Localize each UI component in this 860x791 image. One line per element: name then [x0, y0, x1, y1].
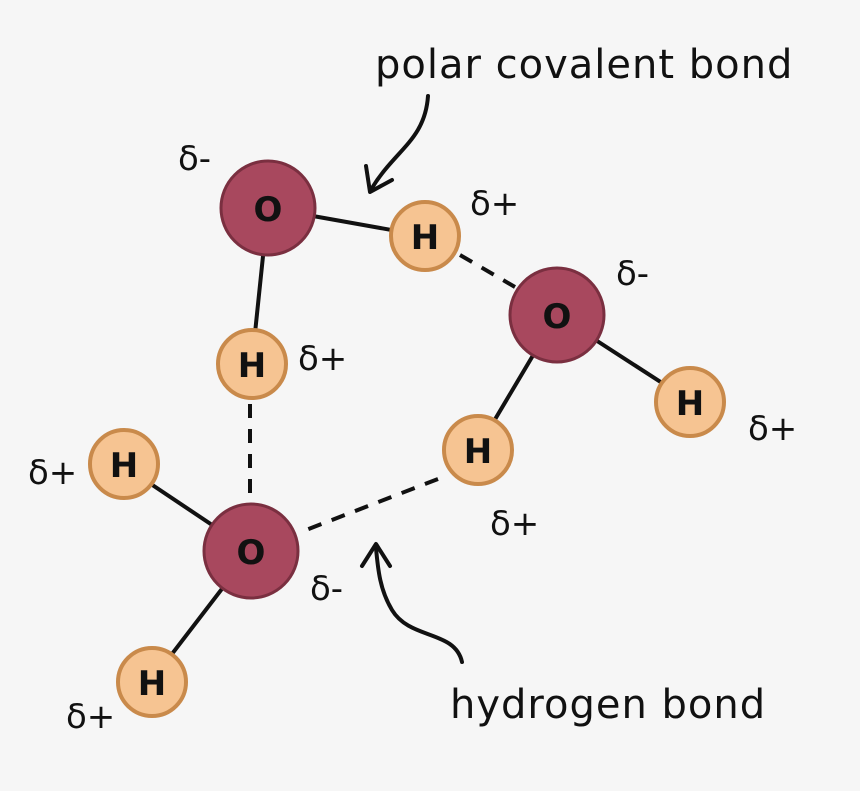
charge-label: δ+: [66, 697, 115, 737]
charge-label: δ-: [310, 569, 343, 609]
svg-text:O: O: [543, 297, 572, 337]
charge-label: δ+: [298, 339, 347, 379]
oxygen-atom: O: [508, 266, 606, 364]
svg-text:H: H: [464, 432, 492, 472]
hydrogen-bond-label: hydrogen bond: [450, 682, 766, 728]
hbond-h4-o3: [305, 477, 439, 532]
svg-text:H: H: [138, 664, 166, 704]
svg-text:H: H: [238, 346, 266, 386]
charge-label: δ+: [490, 504, 539, 544]
svg-text:H: H: [676, 384, 704, 424]
hbond-h1-o2: [458, 253, 517, 289]
charge-label: δ-: [616, 254, 649, 294]
charge-label: δ-: [178, 139, 211, 179]
svg-text:H: H: [411, 218, 439, 258]
covalent-bonds: [122, 206, 692, 682]
hydrogen-atom: H: [654, 366, 726, 438]
charge-label: δ+: [748, 409, 797, 449]
hydrogen-bonds: [248, 253, 517, 532]
polar-covalent-bond-label: polar covalent bond: [375, 42, 793, 88]
charge-label: δ+: [470, 184, 519, 224]
svg-text:O: O: [254, 190, 283, 230]
hydrogen-atom: H: [442, 414, 514, 486]
hydrogen-atom: H: [116, 646, 188, 718]
partial-charges: δ- δ+ δ- δ+ δ+ δ+ δ+ δ- δ+: [28, 139, 797, 737]
hydrogen-atom: H: [88, 428, 160, 500]
svg-text:O: O: [237, 533, 266, 573]
hydrogen-atom: H: [216, 328, 288, 400]
oxygen-atom: O: [202, 502, 300, 600]
arrow-icon: [364, 94, 430, 194]
svg-text:H: H: [110, 446, 138, 486]
hydrogen-atom: H: [389, 200, 461, 272]
charge-label: δ+: [28, 453, 77, 493]
arrow-icon: [360, 542, 464, 664]
oxygen-atom: O: [219, 159, 317, 257]
